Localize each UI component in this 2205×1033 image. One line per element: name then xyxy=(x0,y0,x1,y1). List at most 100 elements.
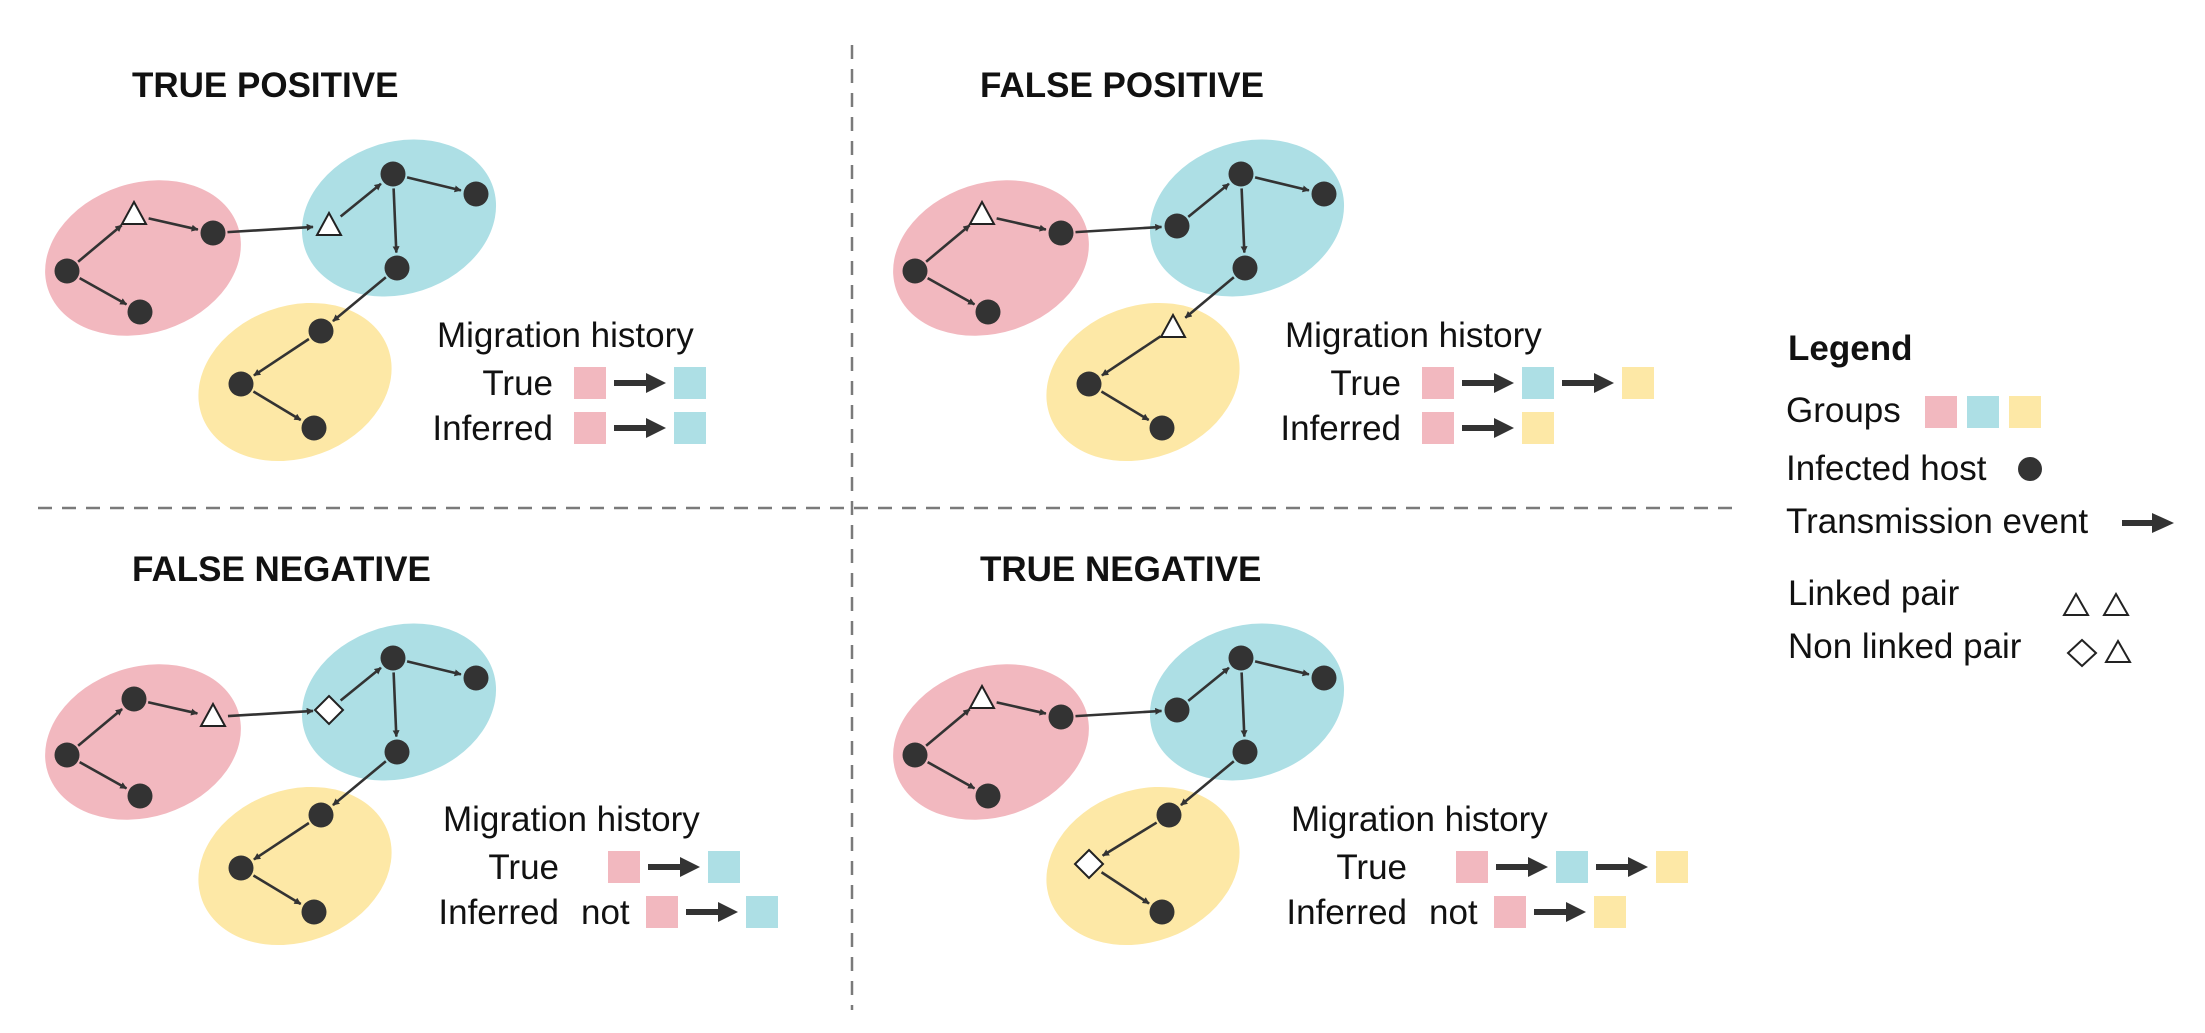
legend: Legend Groups Infected host Transmission… xyxy=(1786,329,2174,668)
infected-host-node xyxy=(54,258,80,284)
group-swatch-yellow xyxy=(1622,367,1654,399)
group-swatch-blue xyxy=(1522,367,1554,399)
group-swatch-yellow xyxy=(1656,851,1688,883)
group-swatch-yellow xyxy=(1522,412,1554,444)
transmission-arrow xyxy=(996,701,1047,716)
group-ellipse-blue xyxy=(301,139,497,297)
infected-host-node xyxy=(127,299,153,325)
true-migration-path xyxy=(1456,851,1688,883)
true-label: True xyxy=(482,364,553,403)
transmission-arrow xyxy=(339,182,382,218)
group-ellipse-yellow xyxy=(1046,786,1240,946)
migration-history-heading: Migration history xyxy=(1291,800,1548,839)
group-swatch-blue xyxy=(708,851,740,883)
legend-group-swatch-pink xyxy=(1925,396,1957,428)
legend-non-linked-pair-triangle-icon xyxy=(2104,638,2132,663)
inferred-migration-path xyxy=(646,896,778,928)
transmission-arrow xyxy=(1101,335,1162,377)
legend-non-linked-pair-diamond-icon xyxy=(2066,638,2098,668)
group-ellipse-pink xyxy=(45,664,241,820)
transmission-edges xyxy=(925,660,1310,905)
group-swatch-blue xyxy=(674,412,706,444)
infected-host-node xyxy=(1048,220,1074,246)
migration-arrow-icon xyxy=(1462,373,1514,393)
transmission-arrow xyxy=(339,666,382,702)
infected-host-node xyxy=(975,299,1001,325)
migration-arrow-icon xyxy=(1496,857,1548,877)
infected-host-node xyxy=(200,220,226,246)
group-ellipse-yellow xyxy=(198,302,392,462)
transmission-arrow xyxy=(925,708,971,747)
inferred-label: Inferred xyxy=(1280,409,1401,448)
transmission-edges xyxy=(925,176,1310,422)
true-migration-path xyxy=(608,851,740,883)
migration-arrow-icon xyxy=(614,373,666,393)
inferred-migration-path xyxy=(574,412,706,444)
true-label: True xyxy=(488,848,559,887)
group-swatch-pink xyxy=(646,896,678,928)
legend-linked-pair-label: Linked pair xyxy=(1788,574,1960,613)
migration-arrow-icon xyxy=(614,418,666,438)
transmission-edges xyxy=(77,176,462,422)
legend-title: Legend xyxy=(1788,329,1912,368)
transmission-arrow xyxy=(147,700,199,716)
non-linked-pair-diamond-icon xyxy=(1073,848,1105,880)
transmission-arrow xyxy=(1240,672,1248,738)
infected-host-node xyxy=(975,783,1001,809)
true-label: True xyxy=(1330,364,1401,403)
migration-arrow-icon xyxy=(1534,902,1586,922)
infected-host-node xyxy=(1311,665,1337,691)
transmission-arrow xyxy=(406,660,462,677)
infected-hosts xyxy=(902,161,1337,441)
migration-arrow-icon xyxy=(1462,418,1514,438)
group-ellipse-pink xyxy=(893,664,1089,820)
transmission-arrow xyxy=(927,760,976,790)
infected-host-node xyxy=(301,415,327,441)
transmission-arrow xyxy=(1187,666,1230,702)
legend-infected-host-label: Infected host xyxy=(1786,449,1987,488)
transmission-arrow xyxy=(252,390,302,422)
transmission-arrow xyxy=(227,223,314,234)
infected-host-node xyxy=(902,258,928,284)
group-swatch-pink xyxy=(1422,412,1454,444)
inferred-label: Inferred xyxy=(432,409,553,448)
infected-host-node xyxy=(380,161,406,187)
group-ellipse-blue xyxy=(1149,623,1345,781)
transmission-arrow xyxy=(1187,182,1230,218)
transmission-arrow xyxy=(332,760,387,807)
infected-host-node xyxy=(1228,161,1254,187)
transmission-arrow xyxy=(227,707,314,718)
group-ellipse-blue xyxy=(1149,139,1345,297)
infected-host-node xyxy=(1048,704,1074,730)
infected-host-node xyxy=(463,665,489,691)
group-ellipse-blue xyxy=(301,623,497,781)
linked-pair-triangle-icon xyxy=(120,199,148,225)
inferred-migration-path xyxy=(1494,896,1626,928)
inferred-prefix-not: not xyxy=(1429,893,1478,932)
migration-history-heading: Migration history xyxy=(1285,316,1542,355)
infected-host-node xyxy=(308,802,334,828)
inferred-migration-path xyxy=(1422,412,1554,444)
migration-history-heading: Migration history xyxy=(443,800,700,839)
infected-host-node xyxy=(380,645,406,671)
linked-pair-triangle-icon xyxy=(315,210,343,236)
group-ellipse-pink xyxy=(893,180,1089,336)
linked-pair-triangle-icon xyxy=(199,701,227,727)
group-swatch-pink xyxy=(574,367,606,399)
transmission-arrow xyxy=(1254,660,1310,677)
transmission-arrow xyxy=(1100,871,1150,905)
panel-title: FALSE NEGATIVE xyxy=(132,550,431,589)
true-migration-path xyxy=(1422,367,1654,399)
panel-title: TRUE POSITIVE xyxy=(132,66,398,105)
non-linked-pair-diamond-icon xyxy=(313,694,345,726)
infected-host-node xyxy=(1076,371,1102,397)
transmission-arrow xyxy=(252,874,302,906)
transmission-arrow xyxy=(79,760,128,790)
inferred-prefix-not: not xyxy=(581,893,630,932)
migration-arrow-icon xyxy=(1596,857,1648,877)
